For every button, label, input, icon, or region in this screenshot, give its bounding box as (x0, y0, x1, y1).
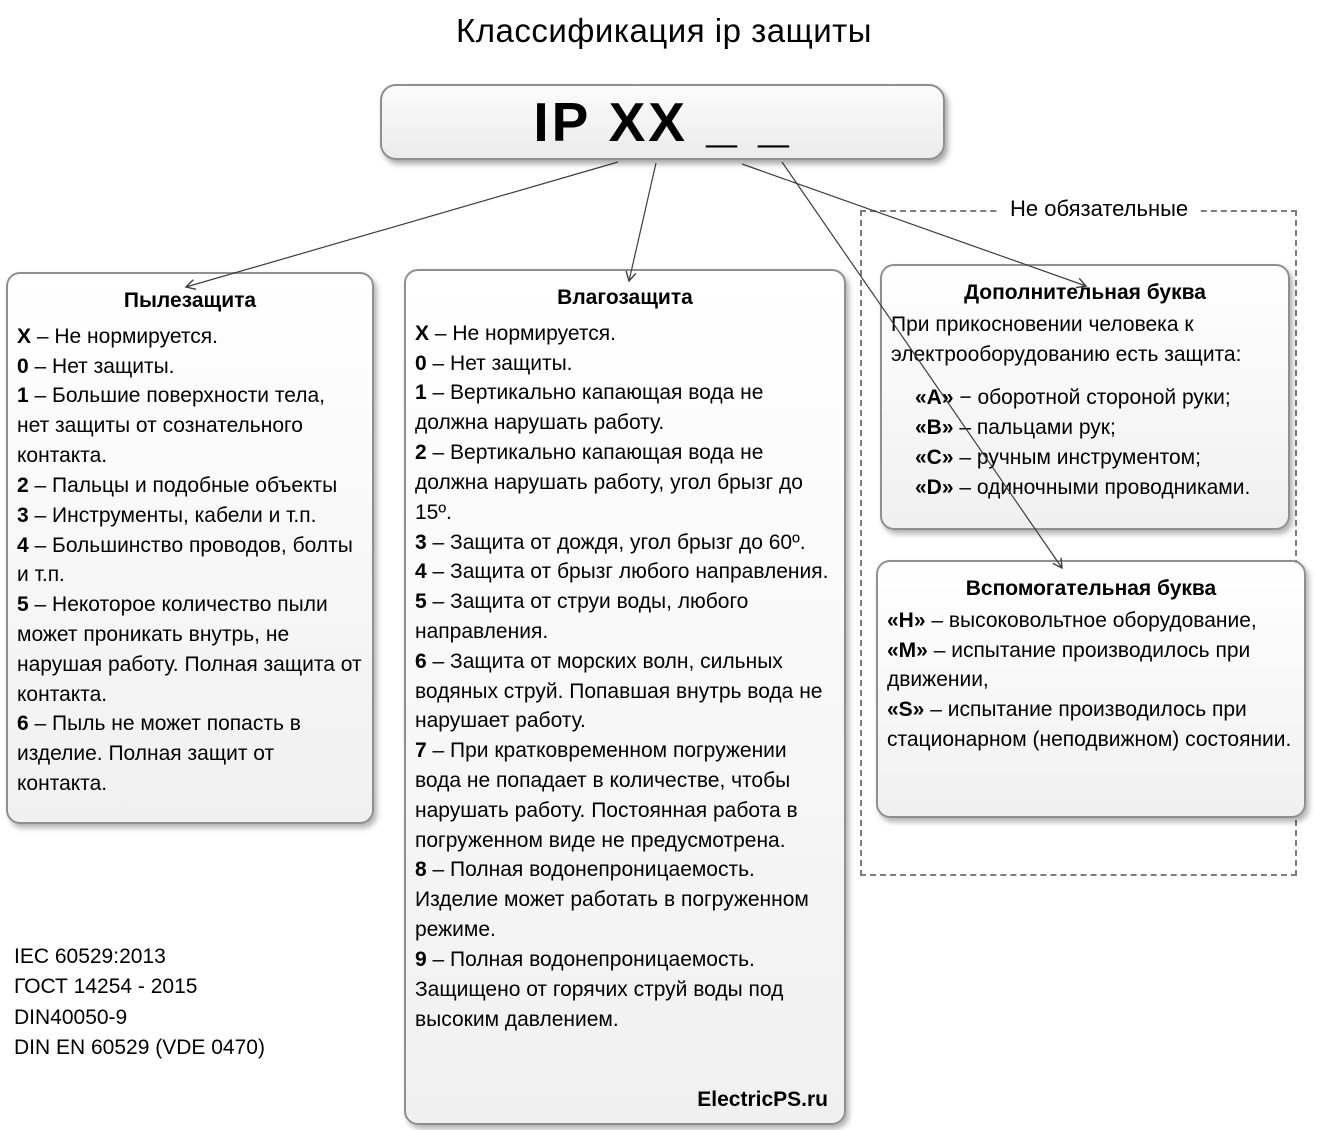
additional-letter-list: «A» − оборотной стороной руки; «B» – паль… (891, 383, 1279, 502)
dust-protection-item: 2 – Пальцы и подобные объекты (17, 473, 338, 497)
water-protection-item: 7 – При кратковременном погружении вода … (415, 739, 798, 852)
water-protection-item: X – Не нормируется. (415, 321, 616, 345)
dust-protection-panel: Пылезащита X – Не нормируется. 0 – Нет за… (6, 272, 374, 824)
water-protection-item: 1 – Вертикально капающая вода не должна … (415, 381, 764, 435)
dust-protection-item: 1 – Большие поверхности тела, нет защиты… (17, 384, 326, 468)
water-protection-item: 0 – Нет защиты. (415, 351, 573, 375)
dust-protection-item: 0 – Нет защиты. (17, 354, 175, 378)
water-protection-item: 4 – Защита от брызг любого направления. (415, 560, 829, 584)
standard-item: DIN40050-9 (14, 1005, 128, 1029)
additional-letter-item: «D» – одиночными проводниками. (915, 475, 1251, 499)
standard-item: IEC 60529:2013 (14, 945, 166, 968)
page-title: Классификация ip защиты (456, 12, 872, 49)
water-protection-panel: Влагозащита X – Не нормируется. 0 – Нет з… (404, 269, 846, 1125)
water-protection-list: X – Не нормируется. 0 – Нет защиты. 1 – Ве… (415, 319, 835, 1035)
dust-protection-title: Пылезащита (123, 289, 257, 312)
auxiliary-letter-panel: Вспомогательная буква «H» – высоковольтн… (876, 560, 1306, 818)
dust-protection-item: X – Не нормируется. (17, 324, 218, 348)
water-protection-item: 8 – Полная водонепроницаемость. Изделие … (415, 858, 809, 942)
arrow-to-water (625, 162, 657, 283)
watermark: ElectricPS.ru (697, 1088, 828, 1112)
water-protection-item: 6 – Защита от морских волн, сильных водя… (415, 649, 823, 733)
auxiliary-letter-title: Вспомогательная буква (965, 577, 1217, 600)
additional-letter-title: Дополнительная буква (964, 281, 1206, 304)
auxiliary-letter-item: «H» – высоковольтное оборудование, (887, 608, 1257, 632)
auxiliary-letter-list: «H» – высоковольтное оборудование, «M» – … (887, 606, 1295, 755)
water-protection-title: Влагозащита (557, 286, 693, 309)
water-protection-item: 5 – Защита от струи воды, любого направл… (415, 590, 749, 643)
optional-group-label: Не обязательные (998, 196, 1201, 222)
additional-letter-item: «A» − оборотной стороной руки; (915, 386, 1231, 410)
dust-protection-item: 3 – Инструменты, кабели и т.п. (17, 503, 317, 527)
standards-list: IEC 60529:2013 ГОСТ 14254 - 2015 DIN4005… (14, 942, 265, 1064)
dust-protection-item: 5 – Некоторое количество пыли может прон… (17, 593, 362, 706)
dust-protection-item: 6 – Пыль не может попасть в изделие. Пол… (17, 712, 301, 795)
auxiliary-letter-item: «S» – испытание производилось при стацио… (887, 698, 1292, 752)
auxiliary-letter-item: «M» – испытание производилось при движен… (887, 638, 1251, 692)
water-protection-item: 9 – Полная водонепроницаемость. Защищено… (415, 947, 784, 1031)
water-protection-item: 2 – Вертикально капающая вода не должна … (415, 441, 803, 524)
water-protection-item: 3 – Защита от дождя, угол брызг до 60º. (415, 530, 806, 554)
standard-item: ГОСТ 14254 - 2015 (14, 975, 198, 999)
additional-letter-panel: Дополнительная буква При прикосновении ч… (880, 264, 1290, 530)
dust-protection-item: 4 – Большинство проводов, болты и т.п. (17, 533, 353, 587)
dust-protection-list: X – Не нормируется. 0 – Нет защиты. 1 – Бо… (17, 322, 363, 799)
additional-letter-intro: При прикосновении человека к электрообор… (891, 312, 1242, 366)
ip-code-label: IP XX _ _ (533, 91, 792, 153)
standard-item: DIN EN 60529 (VDE 0470) (14, 1036, 265, 1060)
additional-letter-item: «B» – пальцами рук; (915, 416, 1116, 440)
additional-letter-item: «C» – ручным инструментом; (915, 446, 1201, 470)
ip-code-box: IP XX _ _ (380, 84, 945, 160)
